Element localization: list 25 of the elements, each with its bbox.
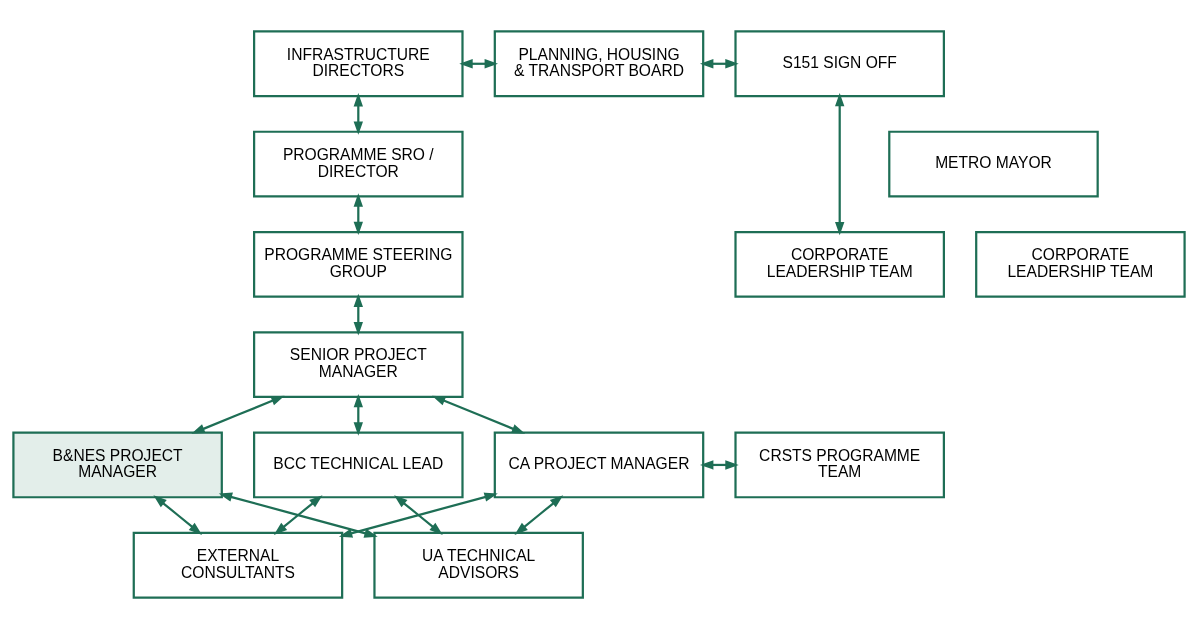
arrow bbox=[218, 492, 378, 538]
node-box: METRO MAYOR bbox=[888, 130, 1099, 197]
node-box: PLANNING, HOUSING & TRANSPORT BOARD bbox=[493, 29, 705, 97]
arrow bbox=[394, 494, 443, 535]
arrow bbox=[191, 395, 285, 434]
node-box: CORPORATE LEADERSHIP TEAM bbox=[975, 230, 1186, 298]
node-box: PROGRAMME SRO / DIRECTOR bbox=[253, 130, 464, 197]
arrow bbox=[338, 492, 498, 538]
arrow bbox=[835, 92, 845, 235]
node-box: INFRASTRUCTURE DIRECTORS bbox=[253, 29, 464, 97]
node-box: S151 SIGN OFF bbox=[734, 29, 945, 97]
node-box: PROGRAMME STEERING GROUP bbox=[253, 230, 464, 298]
node-box: EXTERNAL CONSULTANTS bbox=[132, 531, 344, 599]
node-box: UA TECHNICAL ADVISORS bbox=[373, 531, 584, 599]
node-box: CRSTS PROGRAMME TEAM bbox=[734, 431, 945, 498]
arrow bbox=[514, 494, 564, 535]
node-box: BCC TECHNICAL LEAD bbox=[253, 431, 464, 498]
arrow bbox=[273, 494, 323, 535]
node-box: CORPORATE LEADERSHIP TEAM bbox=[734, 230, 945, 298]
node-box: CA PROJECT MANAGER bbox=[493, 431, 705, 498]
arrow bbox=[432, 395, 526, 434]
node-box: SENIOR PROJECT MANAGER bbox=[253, 330, 464, 398]
node-box: B&NES PROJECT MANAGER bbox=[12, 431, 223, 498]
arrow bbox=[153, 494, 203, 535]
arrow bbox=[700, 459, 739, 470]
